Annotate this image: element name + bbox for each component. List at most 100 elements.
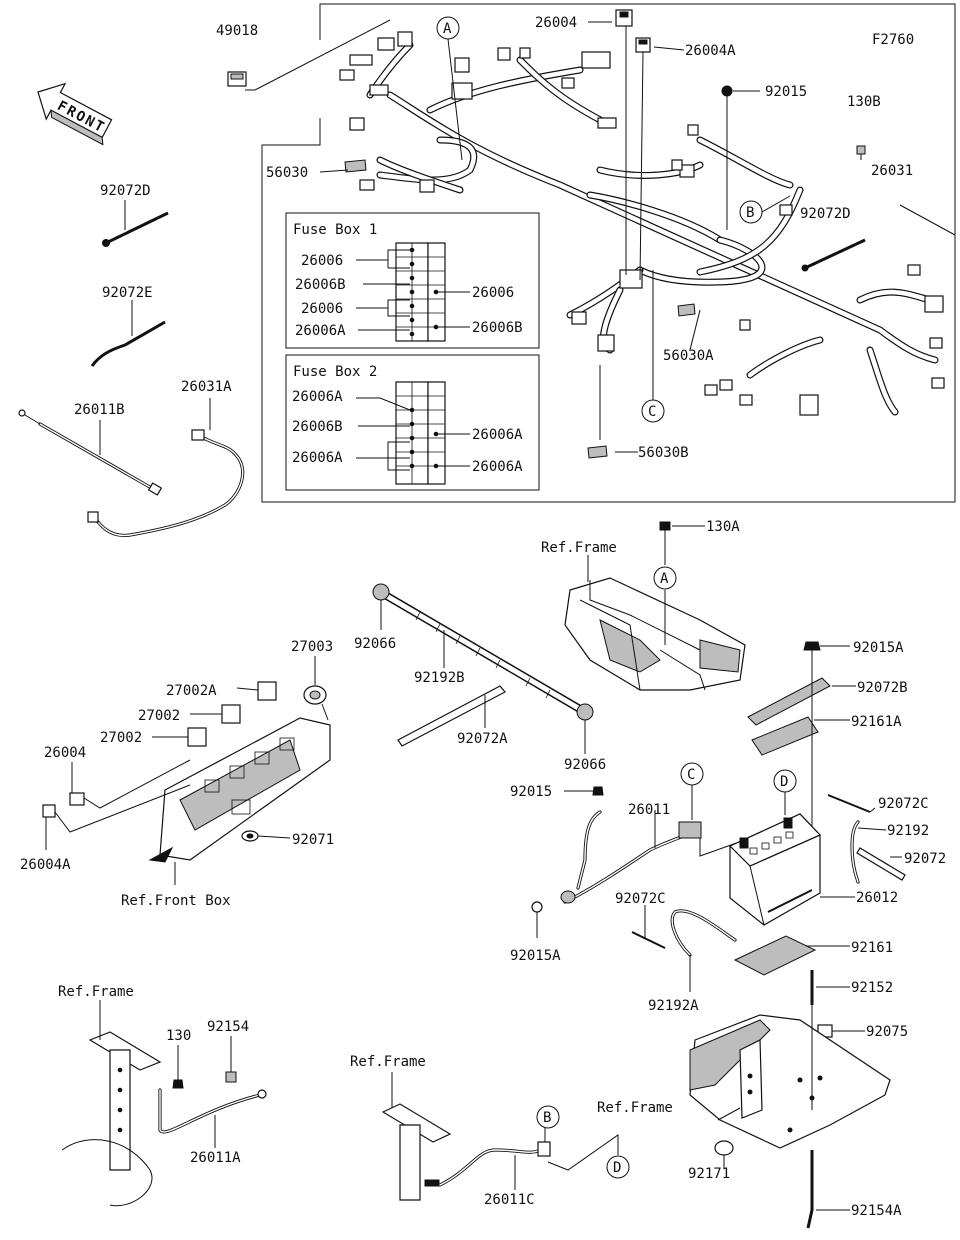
label-26004A-b: 26004A bbox=[20, 857, 71, 873]
leader-26031-bracket bbox=[899, 204, 956, 236]
fuse-box-2-title: Fuse Box 2 bbox=[293, 364, 377, 380]
part-92015-nut bbox=[721, 85, 733, 97]
ref-circle-c-top: C bbox=[641, 270, 665, 423]
part-27002A-switch bbox=[236, 681, 277, 701]
fuse-box-1-left-label: 26006 bbox=[301, 301, 343, 317]
part-92015-nut-b bbox=[564, 786, 604, 796]
part-92015A-nut-b bbox=[531, 901, 543, 938]
part-26011C-cable bbox=[438, 1134, 619, 1190]
part-92161-pad bbox=[733, 935, 850, 976]
part-26004-relay-b bbox=[69, 759, 191, 809]
part-92072A-tie bbox=[397, 685, 506, 747]
svg-text:D: D bbox=[613, 1160, 621, 1176]
label-26011A: 26011A bbox=[190, 1150, 241, 1166]
part-92072E-tie bbox=[90, 300, 166, 367]
label-ref-frame-bottom-mid: Ref.Frame bbox=[350, 1054, 426, 1070]
part-130-bolt bbox=[172, 1045, 184, 1089]
label-92072B: 92072B bbox=[857, 680, 908, 696]
label-92154A: 92154A bbox=[851, 1203, 902, 1219]
figure-id: F2760 bbox=[872, 32, 914, 48]
fuse-box-2-panel: Fuse Box 2 26006A 26006B bbox=[285, 354, 540, 491]
part-92015A-nut bbox=[803, 641, 850, 651]
ref-circle-c-battery: C bbox=[680, 762, 704, 820]
label-27002-b: 27002 bbox=[100, 730, 142, 746]
fuse-box-2-right-label: 26006A bbox=[472, 459, 523, 475]
part-92071-grommet bbox=[241, 830, 291, 842]
part-56030B-label bbox=[587, 445, 608, 459]
front-arrow: FRONT bbox=[37, 82, 113, 146]
part-92072C-tie-bottom bbox=[631, 905, 666, 949]
ref-circle-b-top: B bbox=[739, 195, 791, 224]
part-26004A-relay bbox=[635, 37, 651, 53]
frame-section-bottom-mid bbox=[381, 1072, 452, 1201]
label-92161: 92161 bbox=[851, 940, 893, 956]
label-92015A: 92015A bbox=[853, 640, 904, 656]
label-ref-frame-bottom-left: Ref.Frame bbox=[58, 984, 134, 1000]
svg-text:A: A bbox=[660, 571, 669, 587]
ref-circle-a-top: A bbox=[436, 16, 463, 161]
label-92072C-b: 92072C bbox=[615, 891, 666, 907]
part-26012-battery bbox=[728, 813, 855, 926]
main-harness-panel bbox=[261, 3, 956, 503]
part-130B-bolt bbox=[856, 145, 866, 160]
part-27002-switch bbox=[190, 704, 241, 724]
svg-text:B: B bbox=[543, 1110, 551, 1126]
ref-circle-d-bottom: D bbox=[606, 1155, 630, 1179]
part-92154A-bolt bbox=[806, 1150, 850, 1229]
fuse-box-2-left-label: 26006B bbox=[292, 419, 343, 435]
label-26011: 26011 bbox=[628, 802, 670, 818]
label-92192A: 92192A bbox=[648, 998, 699, 1014]
fuse-box-1-panel: Fuse Box 1 bbox=[285, 212, 540, 349]
part-92072-tie bbox=[856, 847, 906, 881]
svg-text:D: D bbox=[780, 774, 788, 790]
part-26011B-cable bbox=[18, 409, 163, 496]
ref-circle-d-battery: D bbox=[773, 769, 797, 815]
label-92152: 92152 bbox=[851, 980, 893, 996]
svg-text:C: C bbox=[687, 767, 695, 783]
svg-text:C: C bbox=[648, 404, 656, 420]
part-26011A-cable bbox=[158, 1088, 267, 1148]
part-92192B-tube bbox=[372, 583, 594, 754]
label-92072D: 92072D bbox=[100, 183, 151, 199]
label-130A: 130A bbox=[706, 519, 740, 535]
part-56030-label bbox=[344, 159, 367, 173]
label-92171: 92171 bbox=[688, 1166, 730, 1182]
part-92154-bolt bbox=[225, 1036, 237, 1083]
label-26031A: 26031A bbox=[181, 379, 232, 395]
part-92192-tube bbox=[850, 820, 887, 884]
svg-text:A: A bbox=[443, 21, 452, 37]
label-26011C: 26011C bbox=[484, 1192, 535, 1208]
label-92072D-b: 92072D bbox=[800, 206, 851, 222]
fuse-box-2-left-label: 26006A bbox=[292, 389, 343, 405]
fuse-box-2-left-label: 26006A bbox=[292, 450, 343, 466]
label-56030B: 56030B bbox=[638, 445, 689, 461]
label-56030: 56030 bbox=[266, 165, 308, 181]
fuse-box-1-right-label: 26006 bbox=[472, 285, 514, 301]
label-49018: 49018 bbox=[216, 23, 258, 39]
label-92072A: 92072A bbox=[457, 731, 508, 747]
frame-section-bottom-left bbox=[61, 1000, 162, 1207]
leader-49018 bbox=[254, 19, 391, 91]
part-27003-socket bbox=[303, 656, 329, 721]
label-56030A: 56030A bbox=[663, 348, 714, 364]
label-92066: 92066 bbox=[354, 636, 396, 652]
part-26004A-relay-b bbox=[42, 784, 191, 850]
label-92072C: 92072C bbox=[878, 796, 929, 812]
part-92161A-pad bbox=[751, 716, 850, 756]
label-92072: 92072 bbox=[904, 851, 946, 867]
label-ref-front-box: Ref.Front Box bbox=[121, 893, 231, 909]
ref-circle-a-frame: A bbox=[653, 566, 677, 590]
label-27003: 27003 bbox=[291, 639, 333, 655]
fuse-box-1-left-label: 26006A bbox=[295, 323, 346, 339]
label-27002A: 27002A bbox=[166, 683, 217, 699]
ref-circle-b-bottom: B bbox=[536, 1105, 560, 1142]
part-49018-connector bbox=[227, 71, 247, 87]
part-92171-clip bbox=[714, 1140, 734, 1168]
label-92015-b: 92015 bbox=[510, 784, 552, 800]
frame-section-a bbox=[564, 521, 746, 691]
label-92161A: 92161A bbox=[851, 714, 902, 730]
label-92075: 92075 bbox=[866, 1024, 908, 1040]
fuse-box-2-right-label: 26006A bbox=[472, 427, 523, 443]
harness-connectors bbox=[339, 31, 945, 416]
